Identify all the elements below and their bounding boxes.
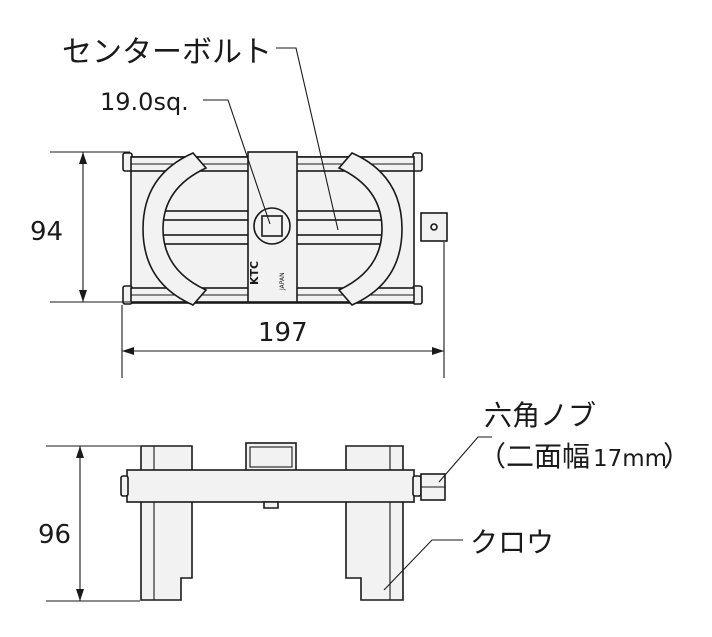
dimension-197: 197 — [121, 242, 445, 378]
main-bar-side-view — [126, 469, 415, 503]
top-view: KTC JAPAN — [122, 151, 448, 306]
leader-square-drive: 19.0sq. — [100, 88, 271, 225]
dim-side-height: 96 — [38, 520, 71, 550]
claw-left-side-view — [140, 445, 193, 601]
bar-end-right — [412, 475, 422, 497]
dimension-94: 94 — [30, 151, 130, 303]
claw-right-top-view — [337, 152, 403, 306]
center-block-inner — [249, 446, 293, 468]
leader-center-bolt: センターボルト — [62, 35, 339, 231]
bar-end-left — [120, 475, 129, 497]
label-hex-knob: 六角ノブ — [484, 399, 596, 432]
square-drive-socket — [261, 215, 283, 237]
leader-claw: クロウ — [383, 526, 554, 591]
label-center-bolt: センターボルト — [62, 35, 272, 70]
bolt-nub — [263, 501, 279, 509]
label-claw: クロウ — [470, 526, 554, 559]
label-hex-knob-paren-open: （二面幅 — [478, 440, 590, 473]
hex-knob-hole — [430, 223, 438, 231]
hex-knob-top-view — [420, 212, 448, 242]
brand-logo: KTC — [248, 261, 261, 285]
dim-top-height: 94 — [30, 217, 63, 247]
label-square-drive: 19.0sq. — [100, 88, 189, 116]
claw-right-side-view — [345, 445, 404, 601]
origin-mark: JAPAN — [279, 272, 286, 291]
leader-hex-knob: 六角ノブ （二面幅 17mm ） — [438, 399, 691, 483]
dimension-96: 96 — [38, 445, 140, 602]
label-hex-knob-paren-close: ） — [663, 440, 691, 473]
label-hex-knob-size: 17mm — [593, 446, 667, 472]
claw-left-top-view — [142, 152, 208, 306]
dim-top-width: 197 — [258, 318, 308, 348]
side-view — [120, 442, 446, 601]
